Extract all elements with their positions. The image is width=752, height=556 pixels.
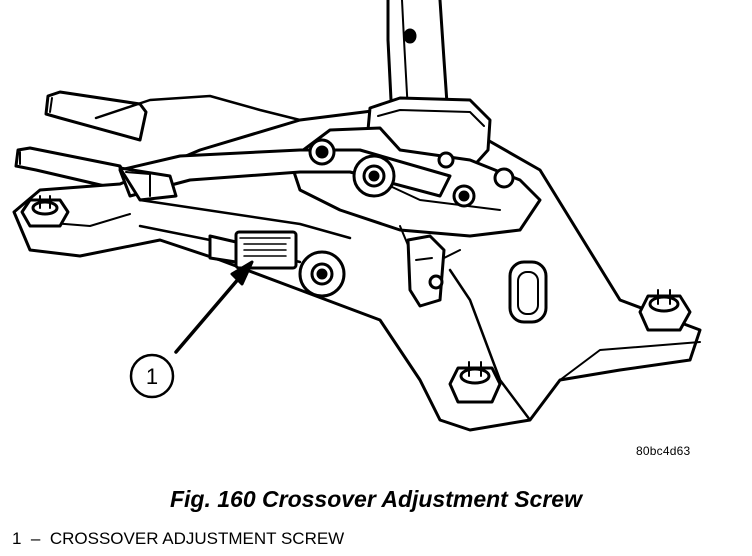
callout-marker: 1 (129, 353, 175, 399)
legend-item: 1 – CROSSOVER ADJUSTMENT SCREW (12, 529, 344, 549)
callout-arrow (174, 260, 254, 354)
mounting-nut-bottom (448, 361, 502, 404)
mounting-nut-right (638, 289, 692, 332)
pivot-bolts (308, 138, 515, 208)
mounting-nut-left (20, 195, 70, 228)
legend-item-separator: – (30, 529, 41, 548)
shift-cables (14, 90, 148, 192)
figure-reference-id: 80bc4d63 (636, 444, 691, 458)
legend-item-label: CROSSOVER ADJUSTMENT SCREW (49, 529, 345, 548)
figure-caption: Fig. 160 Crossover Adjustment Screw (169, 486, 582, 512)
legend-item-number: 1 (12, 529, 22, 548)
shifter-mechanism-illustration: 1 (12, 0, 702, 432)
right-bracket (406, 234, 446, 308)
callout-number: 1 (146, 364, 158, 389)
crossover-adjustment-screw (208, 230, 346, 298)
